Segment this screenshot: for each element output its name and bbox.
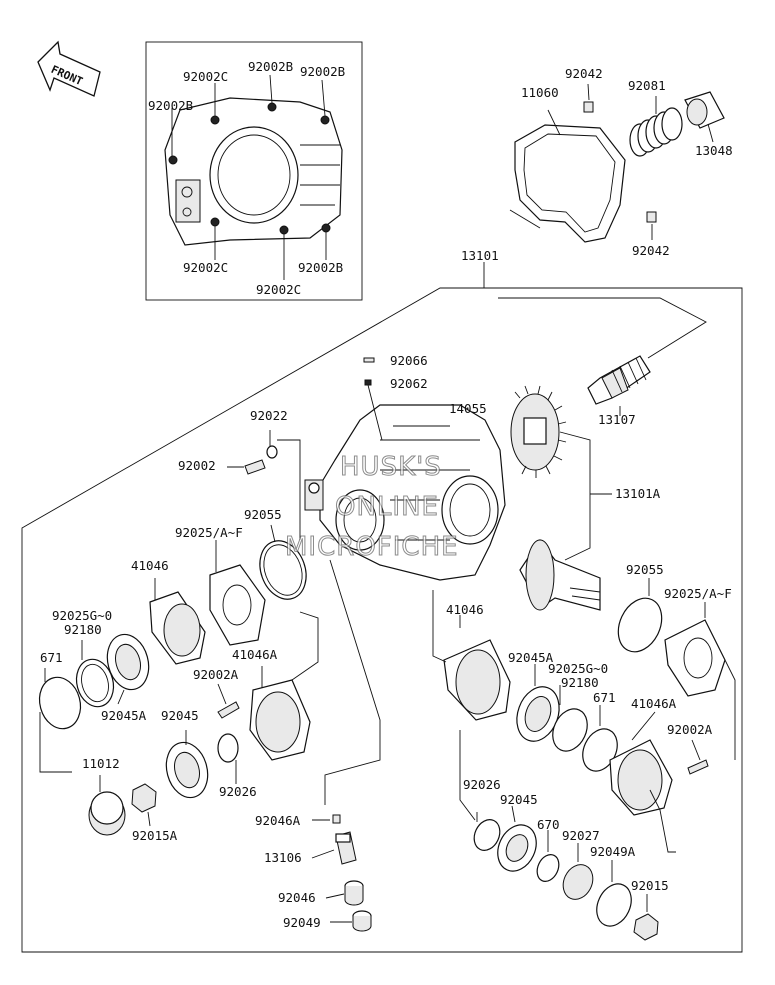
spring-92081 xyxy=(629,107,683,157)
label-92025af-right: 92025/A~F xyxy=(664,586,732,601)
label-41046-right: 41046 xyxy=(446,602,484,617)
dowel-92042-bottom xyxy=(646,211,657,223)
label-92026-left: 92026 xyxy=(219,784,257,799)
label-92002c-b: 92002C xyxy=(183,260,228,275)
label-92002b-a: 92002B xyxy=(248,59,293,74)
label-92027: 92027 xyxy=(562,828,600,843)
label-41046-left: 41046 xyxy=(131,558,169,573)
pin-92046a xyxy=(332,814,341,824)
housing-top-view xyxy=(164,97,343,246)
pin-13106 xyxy=(335,831,357,865)
label-92180-left: 92180 xyxy=(64,622,102,637)
label-92002b-c: 92002B xyxy=(148,98,193,113)
label-92002a-right: 92002A xyxy=(667,722,713,737)
label-14055: 14055 xyxy=(449,401,487,416)
label-92045a-right: 92045A xyxy=(508,650,554,665)
label-92002b-b: 92002B xyxy=(300,64,345,79)
label-92002c-a: 92002C xyxy=(183,69,228,84)
label-13048: 13048 xyxy=(695,143,733,158)
watermark-line-3: MICROFICHE xyxy=(285,532,459,562)
label-92049: 92049 xyxy=(283,915,321,930)
label-92042-a: 92042 xyxy=(565,66,603,81)
dowel-92042-top xyxy=(583,101,594,113)
label-92046: 92046 xyxy=(278,890,316,905)
label-92049a: 92049A xyxy=(590,844,636,859)
pinion-gear-lower xyxy=(519,538,601,611)
label-92062: 92062 xyxy=(390,376,428,391)
housing-14055 xyxy=(304,404,506,581)
watermark: HUSK'S ONLINE MICROFICHE xyxy=(285,452,459,563)
label-92066: 92066 xyxy=(390,353,428,368)
label-92045a-left: 92045A xyxy=(101,708,147,723)
label-670: 670 xyxy=(537,817,560,832)
label-92042-b: 92042 xyxy=(632,243,670,258)
label-92002: 92002 xyxy=(178,458,216,473)
label-92045-right: 92045 xyxy=(500,792,538,807)
watermark-line-2: ONLINE xyxy=(335,492,439,522)
label-92046a: 92046A xyxy=(255,813,301,828)
label-92180-right: 92180 xyxy=(561,675,599,690)
label-671-right: 671 xyxy=(593,690,616,705)
collar-92046 xyxy=(344,880,364,906)
label-671-left: 671 xyxy=(40,650,63,665)
label-13107: 13107 xyxy=(598,412,636,427)
label-41046a-right: 41046A xyxy=(631,696,677,711)
label-13106: 13106 xyxy=(264,850,302,865)
label-41046a-left: 41046A xyxy=(232,647,278,662)
collar-92049 xyxy=(352,910,372,932)
ring-gear-upper xyxy=(510,385,567,478)
label-92015a: 92015A xyxy=(132,828,178,843)
label-92002c-c: 92002C xyxy=(256,282,301,297)
label-13101a: 13101A xyxy=(615,486,661,501)
watermark-line-1: HUSK'S xyxy=(340,452,442,482)
part-labels: 92002C 92002B 92002B 92002B 92002C 92002… xyxy=(40,59,733,930)
label-92015: 92015 xyxy=(631,878,669,893)
label-92055-right: 92055 xyxy=(626,562,664,577)
label-92026-right: 92026 xyxy=(463,777,501,792)
label-92002a-left: 92002A xyxy=(193,667,239,682)
label-92002b-d: 92002B xyxy=(298,260,343,275)
label-11060: 11060 xyxy=(521,85,559,100)
label-92081: 92081 xyxy=(628,78,666,93)
gasket-11060 xyxy=(509,109,626,243)
label-92025g0-left: 92025G~0 xyxy=(52,608,112,623)
label-11012: 11012 xyxy=(82,756,120,771)
label-92025af-left: 92025/A~F xyxy=(175,525,243,540)
pinion-13107 xyxy=(587,355,651,405)
label-92025g0-right: 92025G~0 xyxy=(548,661,608,676)
label-13101: 13101 xyxy=(461,248,499,263)
label-92055-left: 92055 xyxy=(244,507,282,522)
label-92022: 92022 xyxy=(250,408,288,423)
label-92045-left: 92045 xyxy=(161,708,199,723)
inset-box xyxy=(145,41,363,301)
bearing-13048 xyxy=(684,91,725,129)
front-arrow-icon: FRONT xyxy=(37,40,101,97)
